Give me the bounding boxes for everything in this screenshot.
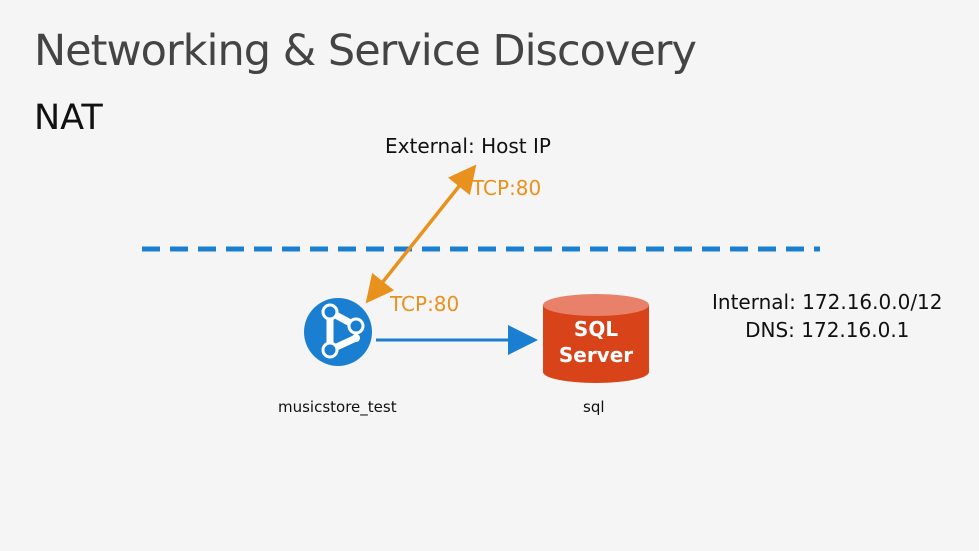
tcp-external-port-label: TCP:80 — [472, 176, 542, 200]
internal-subnet-label: Internal: 172.16.0.0/12 — [712, 290, 943, 314]
sql-label-line2: Server — [558, 343, 634, 367]
internal-dns-label: DNS: 172.16.0.1 — [745, 318, 910, 342]
internal-network-info: Internal: 172.16.0.0/12 DNS: 172.16.0.1 — [712, 288, 943, 344]
db-container-caption: sql — [583, 398, 605, 416]
nat-port-mapping-arrow — [365, 164, 477, 304]
app-container-caption: musicstore_test — [278, 398, 397, 416]
sql-server-label: SQL Server — [548, 316, 644, 368]
page-subtitle: NAT — [34, 98, 103, 138]
external-host-label: External: Host IP — [385, 134, 551, 158]
page-title: Networking & Service Discovery — [34, 26, 697, 76]
sql-label-line1: SQL — [573, 317, 619, 341]
tcp-internal-port-label: TCP:80 — [390, 292, 460, 316]
service-fabric-icon — [304, 298, 372, 366]
database-cylinder-icon — [543, 294, 649, 383]
